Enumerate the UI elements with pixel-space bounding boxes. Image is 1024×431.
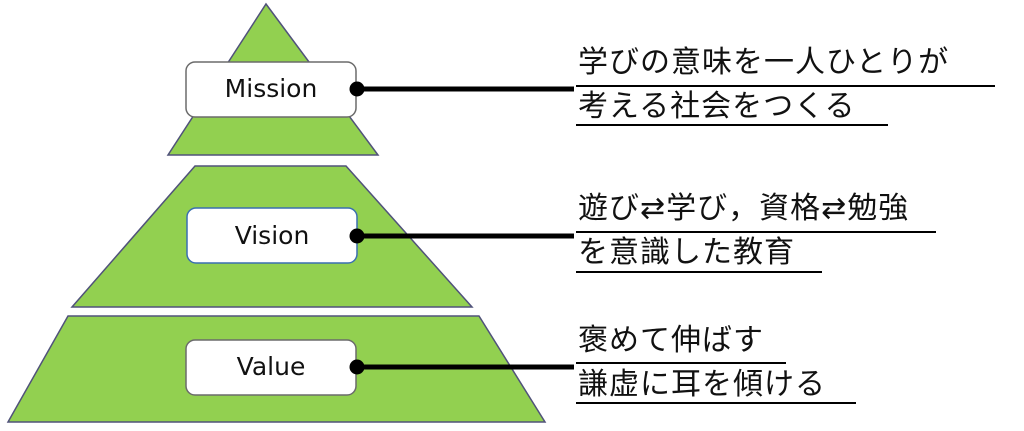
value-label: Value bbox=[237, 352, 306, 381]
mission-label: Mission bbox=[225, 74, 318, 103]
vision-description-line-2: を意識した教育 bbox=[578, 235, 795, 270]
value-description: 褒めて伸ばす 謙虚に耳を傾ける bbox=[578, 326, 826, 414]
value-description-line-2: 謙虚に耳を傾ける bbox=[578, 367, 826, 402]
vision-label: Vision bbox=[235, 221, 310, 250]
vision-description: 遊び⇄学び，資格⇄勉強 を意識した教育 bbox=[578, 194, 909, 282]
value-description-line-1: 褒めて伸ばす bbox=[578, 323, 764, 358]
vision-description-line-1: 遊び⇄学び，資格⇄勉強 bbox=[578, 191, 910, 226]
mission-description-line-2: 考える社会をつくる bbox=[578, 89, 856, 124]
mission-description: 学びの意味を一人ひとりが 考える社会をつくる bbox=[578, 48, 949, 136]
mission-description-line-1: 学びの意味を一人ひとりが bbox=[578, 45, 950, 80]
